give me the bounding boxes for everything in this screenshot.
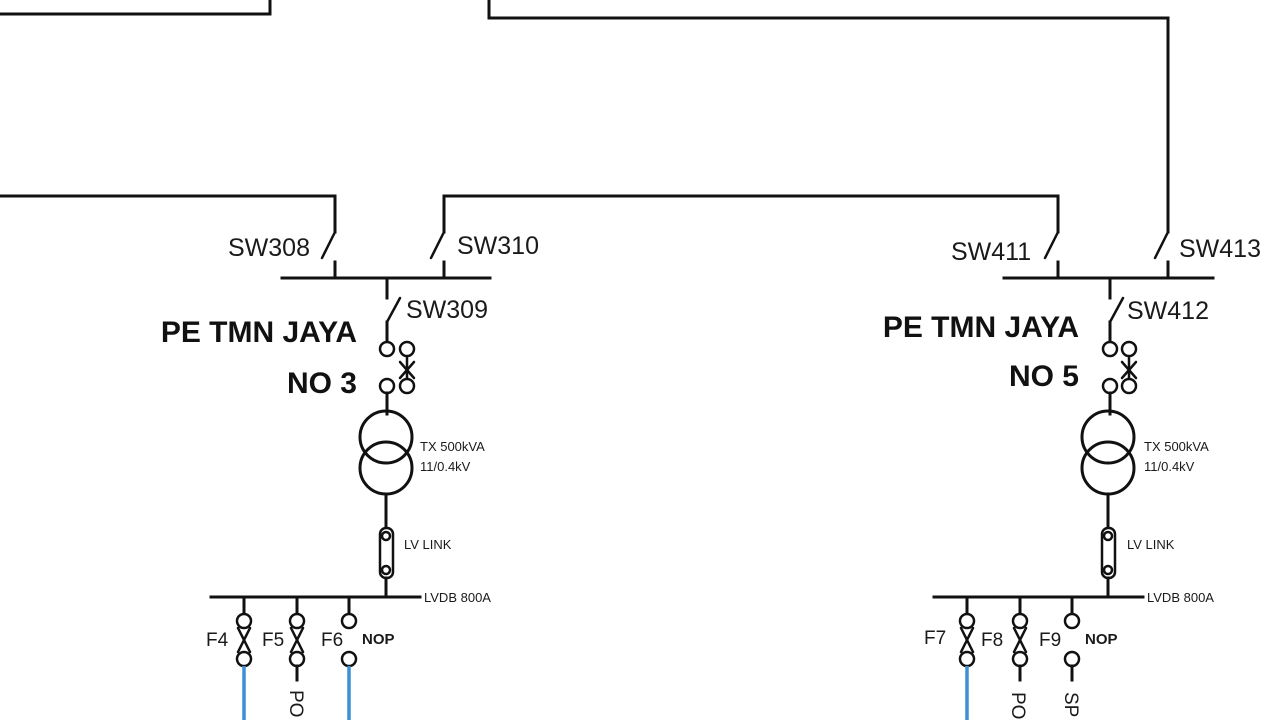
- substation-left: SW308 SW310 SW309 TX 500kVA 11/0.4kV: [161, 230, 539, 720]
- lv-link-label-left: LV LINK: [404, 537, 452, 552]
- feeder-f9[interactable]: [1063, 595, 1081, 682]
- feeder-label-f9: F9: [1039, 630, 1061, 651]
- feeder-label-f7: F7: [924, 628, 946, 649]
- feeder-f8[interactable]: [1011, 595, 1029, 682]
- lvdb-label-right: LVDB 800A: [1147, 590, 1214, 605]
- transformer-left: [358, 409, 414, 496]
- feeder-f4[interactable]: [235, 595, 253, 720]
- lvdb-label-left: LVDB 800A: [424, 590, 491, 605]
- tx-voltage-left: 11/0.4kV: [420, 459, 471, 474]
- switch-sw310[interactable]: [429, 230, 446, 260]
- substation-right: SW411 SW413 SW412 TX 500kVA 11/0.4kV: [883, 230, 1261, 720]
- lv-link-label-right: LV LINK: [1127, 537, 1175, 552]
- fuse-switch-left[interactable]: [378, 340, 416, 395]
- feeder-f7[interactable]: [958, 595, 976, 720]
- label-sw411: SW411: [951, 238, 1031, 266]
- substation-name-right-line1: PE TMN JAYA: [883, 311, 1079, 344]
- label-sw309: SW309: [406, 296, 488, 324]
- switch-sw308[interactable]: [320, 230, 337, 260]
- label-sw412: SW412: [1127, 297, 1209, 325]
- fuse-switch-right[interactable]: [1101, 340, 1138, 395]
- feeder-f6[interactable]: [340, 595, 358, 720]
- switch-sw309[interactable]: [385, 296, 402, 324]
- feeder-label-f8: F8: [981, 630, 1003, 651]
- label-sw310: SW310: [457, 232, 539, 260]
- cable-top-right: [487, 0, 1170, 202]
- tx-rating-left: TX 500kVA: [420, 439, 485, 454]
- tx-rating-right: TX 500kVA: [1144, 439, 1209, 454]
- label-sw308: SW308: [228, 234, 310, 262]
- switch-sw413[interactable]: [1153, 230, 1170, 260]
- substation-name-right-line2: NO 5: [1009, 360, 1079, 393]
- switch-sw412[interactable]: [1108, 296, 1125, 324]
- switch-sw411[interactable]: [1043, 230, 1060, 260]
- substation-name-left-line1: PE TMN JAYA: [161, 316, 357, 349]
- feeder-label-f6: F6: [321, 630, 343, 651]
- tx-voltage-right: 11/0.4kV: [1144, 459, 1195, 474]
- nop-label-left: NOP: [362, 631, 395, 648]
- label-sw413: SW413: [1179, 235, 1261, 263]
- feeder-dest-f9: SP: [1060, 692, 1081, 717]
- transformer-right: [1080, 409, 1136, 496]
- feeder-label-f4: F4: [206, 630, 229, 651]
- feeder-dest-f5: PO: [285, 690, 306, 717]
- substation-name-left-line2: NO 3: [287, 367, 357, 400]
- feeder-dest-f8: PO: [1007, 692, 1028, 719]
- cable-sw310-to-sw411: [442, 194, 1060, 234]
- cable-to-sw308: [0, 194, 337, 234]
- top-cables: [0, 0, 1170, 234]
- feeder-label-f5: F5: [262, 630, 284, 651]
- nop-label-right: NOP: [1085, 631, 1118, 648]
- cable-top-left: [0, 0, 272, 16]
- feeder-f5[interactable]: [288, 595, 306, 682]
